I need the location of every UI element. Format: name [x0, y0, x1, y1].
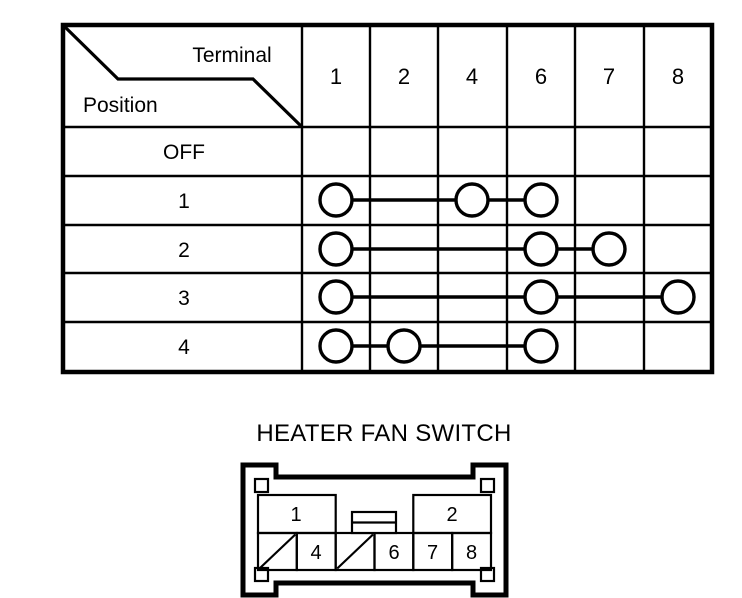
position-label-4: 4 — [178, 336, 190, 359]
continuity-row-1 — [318, 182, 559, 218]
terminal-header-8: 8 — [672, 64, 684, 89]
connector-lug-top-right — [479, 477, 496, 494]
terminal-header-1: 1 — [330, 64, 342, 89]
contact-node-p2-t6 — [523, 231, 559, 267]
corner-terminal-label: Terminal — [192, 44, 271, 67]
connector-label-1: 1 — [290, 504, 301, 526]
connector-label-2: 2 — [446, 504, 457, 526]
continuity-row-4 — [318, 328, 559, 364]
connector-pinout: 1 2 4 6 7 8 — [240, 462, 509, 598]
contact-node-p1-t1 — [318, 182, 354, 218]
contact-node-p2-t1 — [318, 231, 354, 267]
connector-label-7: 7 — [427, 542, 438, 564]
connector-slash-a — [258, 533, 297, 570]
terminal-header-7: 7 — [603, 64, 615, 89]
connector-cell-1 — [256, 493, 337, 535]
contact-node-p1-t6 — [523, 182, 559, 218]
corner-position-label: Position — [83, 94, 158, 117]
connector-cell-2 — [412, 493, 493, 535]
contact-node-p1-t4 — [454, 182, 490, 218]
position-label-off: OFF — [163, 141, 205, 164]
position-label-3: 3 — [178, 287, 190, 310]
contact-node-p4-t2 — [386, 328, 422, 364]
terminal-header-6: 6 — [535, 64, 547, 89]
contact-node-p3-t1 — [318, 279, 354, 315]
contact-node-p3-t6 — [523, 279, 559, 315]
contact-node-p4-t1 — [318, 328, 354, 364]
connector-lug-top-left — [253, 477, 270, 494]
contact-node-p3-t8 — [660, 279, 696, 315]
continuity-row-3 — [318, 279, 696, 315]
connector-slash-b — [336, 533, 374, 570]
position-label-2: 2 — [178, 239, 190, 262]
connector-label-4: 4 — [310, 542, 321, 564]
position-label-1: 1 — [178, 190, 190, 213]
connector-label-8: 8 — [466, 542, 477, 564]
contact-node-p2-t7 — [591, 231, 627, 267]
connector-label-6: 6 — [388, 542, 399, 564]
table-outer-border — [60, 22, 715, 375]
diagram-title: HEATER FAN SWITCH — [256, 420, 511, 447]
connector-shell-outline — [240, 462, 509, 598]
terminal-header-4: 4 — [466, 64, 478, 89]
connector-lug-bottom-right — [479, 566, 496, 583]
terminal-header-2: 2 — [398, 64, 410, 89]
contact-node-p4-t6 — [523, 328, 559, 364]
corner-diagonal-divider — [63, 25, 303, 128]
continuity-row-2 — [318, 231, 627, 267]
